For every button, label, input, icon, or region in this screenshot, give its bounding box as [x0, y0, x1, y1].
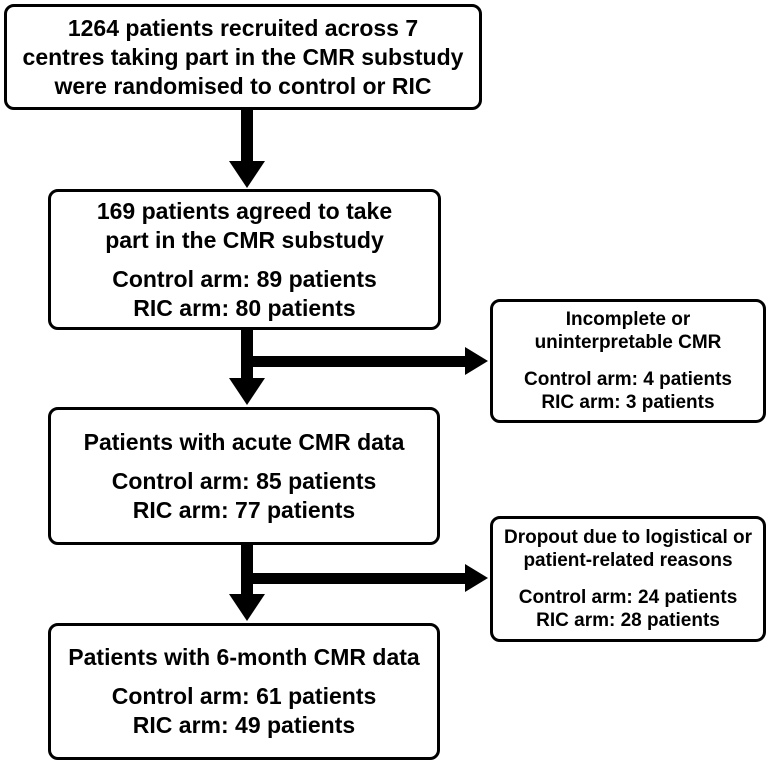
box-incomplete-ric-count: RIC arm: 3 patients	[541, 392, 715, 413]
box-agreed-ric-count: RIC arm: 80 patients	[133, 294, 356, 321]
box-sixmonth-control-count: Control arm: 61 patients	[111, 683, 377, 709]
box-dropout-title-line-2: patient-related reasons	[523, 550, 733, 571]
box-recruited-line-2: centres taking part in the CMR substudy	[22, 43, 464, 70]
arrow-head-right-icon	[465, 564, 488, 592]
arrow-head-down-icon	[229, 378, 265, 405]
box-agreed-title-line-1: 169 patients agreed to take	[96, 197, 393, 224]
arrow-shaft	[241, 328, 253, 380]
arrow-shaft	[241, 107, 253, 164]
arrow-shaft	[247, 356, 467, 367]
arrow-head-down-icon	[229, 594, 265, 621]
box-dropout-title-line-1: Dropout due to logistical or	[503, 527, 753, 548]
box-agreed: 169 patients agreed to take part in the …	[48, 189, 441, 330]
box-recruited-line-1: 1264 patients recruited across 7	[67, 14, 419, 41]
box-recruited: 1264 patients recruited across 7 centres…	[4, 4, 482, 110]
box-acute-control-count: Control arm: 85 patients	[111, 467, 377, 494]
box-agreed-control-count: Control arm: 89 patients	[112, 265, 377, 292]
box-sixmonth-cmr: Patients with 6-month CMR data Control a…	[48, 623, 440, 760]
box-incomplete-title-line-1: Incomplete or	[565, 309, 691, 330]
box-sixmonth-title-line-1: Patients with 6-month CMR data	[68, 644, 420, 670]
box-acute-ric-count: RIC arm: 77 patients	[132, 496, 356, 523]
box-dropout: Dropout due to logistical or patient-rel…	[490, 516, 766, 642]
box-recruited-line-3: were randomised to control or RIC	[54, 72, 432, 99]
box-acute-cmr: Patients with acute CMR data Control arm…	[48, 407, 440, 545]
box-sixmonth-ric-count: RIC arm: 49 patients	[132, 712, 356, 738]
arrow-shaft	[241, 543, 253, 596]
arrow-shaft	[247, 573, 467, 584]
box-dropout-control-count: Control arm: 24 patients	[518, 587, 738, 608]
arrow-head-down-icon	[229, 161, 265, 188]
box-incomplete-control-count: Control arm: 4 patients	[524, 369, 732, 390]
box-dropout-ric-count: RIC arm: 28 patients	[536, 610, 720, 631]
box-incomplete-title-line-2: uninterpretable CMR	[534, 332, 722, 353]
box-agreed-title-line-2: part in the CMR substudy	[105, 226, 384, 253]
box-acute-title-line-1: Patients with acute CMR data	[83, 428, 405, 455]
arrow-head-right-icon	[465, 347, 488, 375]
box-incomplete-cmr: Incomplete or uninterpretable CMR Contro…	[490, 299, 766, 423]
